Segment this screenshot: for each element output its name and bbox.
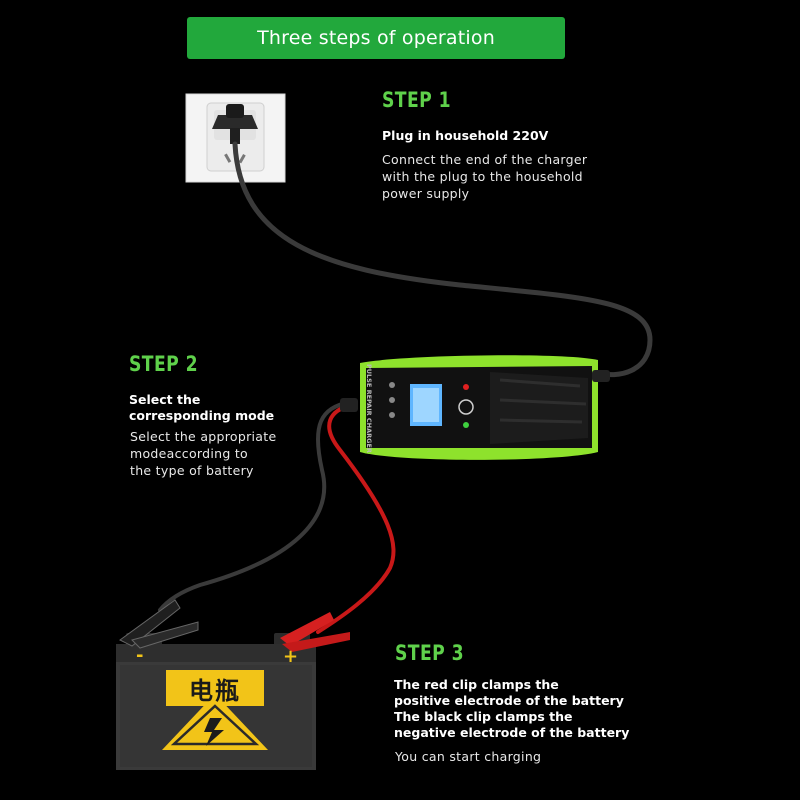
step-1-subtitle-line: Plug in household 220V [382, 128, 549, 143]
step-2-body-line: Select the appropriate [130, 429, 277, 444]
step-3-subtitle-line: The black clip clamps the [394, 709, 573, 724]
banner: Three steps of operation [187, 17, 565, 59]
power-cable [232, 141, 653, 378]
step-1-body-line: Connect the end of the charger [382, 152, 588, 167]
step-3-body: You can start charging [395, 748, 541, 765]
step-3-title: STEP 3 [395, 641, 464, 665]
step-3-subtitle: The red clip clamps the positive electro… [394, 677, 629, 741]
battery-label: 电瓶 [189, 676, 241, 705]
step-2-title: STEP 2 [129, 352, 198, 376]
step-2-body-line: modeaccording to [130, 446, 249, 461]
battery-minus: - [136, 645, 144, 666]
banner-title: Three steps of operation [257, 27, 495, 49]
charger-label: PULSE REPAIR CHARGER [365, 364, 373, 453]
battery-plus: + [283, 646, 299, 667]
step-2-subtitle-line: Select the [129, 392, 201, 407]
step-1-subtitle: Plug in household 220V [382, 128, 548, 144]
step-2-body: Select the appropriate modeaccording to … [130, 428, 276, 479]
black-cable [158, 400, 352, 612]
red-clip [280, 612, 350, 652]
step-3-subtitle-line: The red clip clamps the [394, 677, 559, 692]
step-3-subtitle-line: negative electrode of the battery [394, 725, 630, 740]
black-clip [119, 599, 199, 649]
step-2-subtitle-line: corresponding mode [129, 408, 275, 423]
charger-device [340, 355, 610, 460]
step-3-body-line: You can start charging [395, 749, 542, 764]
step-1-body-line: with the plug to the household [382, 169, 583, 184]
step-1-body-line: power supply [382, 186, 470, 201]
step-3-subtitle-line: positive electrode of the battery [394, 693, 624, 708]
red-cable [316, 403, 396, 634]
battery [116, 633, 316, 770]
step-1-body: Connect the end of the charger with the … [382, 151, 587, 202]
step-2-body-line: the type of battery [130, 463, 254, 478]
step-1-title: STEP 1 [382, 88, 451, 112]
step-2-subtitle: Select the corresponding mode [129, 392, 274, 424]
